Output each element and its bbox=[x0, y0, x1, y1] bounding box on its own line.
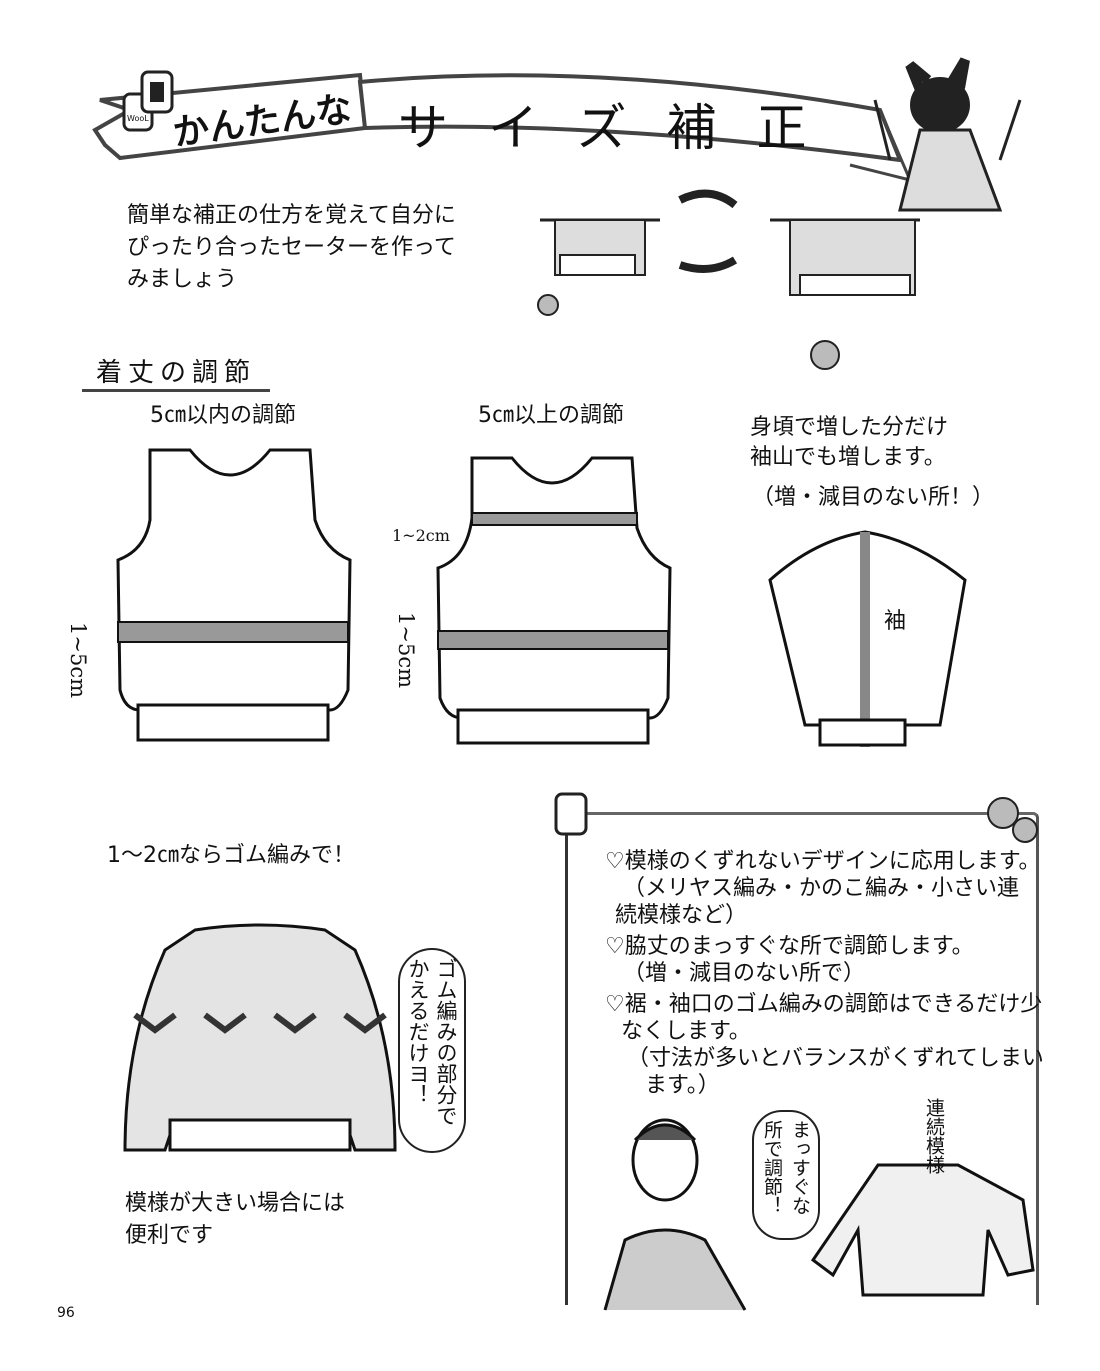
intro-line: ぴったり合ったセーターを作って bbox=[127, 235, 456, 260]
tip-sub: （メリヤス編み・かのこ編み・小さい連 bbox=[623, 876, 1020, 901]
sleeve-note-2: 袖山でも増します。 bbox=[750, 445, 946, 470]
tip-sub: （寸法が多いとバランスがくずれてしまい bbox=[627, 1046, 1044, 1071]
sleeve-label: 袖 bbox=[884, 609, 907, 634]
speech-bubble-girl: まっすぐな所で調節！ bbox=[752, 1110, 820, 1240]
section-heading-length: 着丈の調節 bbox=[82, 352, 271, 392]
vest-diagram-within-5cm bbox=[116, 448, 352, 742]
tips-list: ♡模様のくずれないデザインに応用します。 （メリヤス編み・かのこ編み・小さい連 … bbox=[605, 848, 1044, 1099]
ribbing-caption-1: 模様が大きい場合には bbox=[125, 1191, 346, 1216]
intro-text: 簡単な補正の仕方を覚えて自分に ぴったり合ったセーターを作って みましょう bbox=[127, 200, 456, 296]
yarn-ball-icon bbox=[987, 797, 1038, 843]
girl-knitting-illustration bbox=[603, 1118, 747, 1311]
banner-main-title: サイズ補正 bbox=[398, 99, 847, 157]
col1-title: 5㎝以内の調節 bbox=[150, 403, 296, 428]
tip-sub: ます。） bbox=[645, 1073, 720, 1098]
yarn-label: WooL bbox=[126, 114, 150, 124]
sweater-diagram bbox=[123, 923, 397, 1152]
ribbing-heading: 1～2㎝ならゴム編みで！ bbox=[107, 843, 355, 868]
page-number: 96 bbox=[57, 1305, 75, 1321]
ribbing-caption-2: 便利です bbox=[125, 1223, 214, 1248]
rabbit-knitting-illustration bbox=[873, 57, 1022, 212]
yarn-skein-icon bbox=[122, 70, 174, 132]
patterned-sweater-illustration bbox=[810, 1163, 1035, 1297]
tip-main: ♡裾・袖口のゴム編みの調節はできるだけ少 bbox=[605, 992, 1043, 1017]
speech-bubble-ribbing: ゴム編みの部分でかえるだけヨ！ bbox=[398, 948, 466, 1153]
measure-label-bottom: 1~5cm bbox=[394, 612, 418, 688]
yarn-skein-icon bbox=[554, 792, 588, 836]
intro-line: みましょう bbox=[127, 267, 238, 292]
col2-title: 5㎝以上の調節 bbox=[478, 403, 624, 428]
tip-main: ♡脇丈のまっすぐな所で調節します。 bbox=[605, 934, 974, 959]
tip-sub: （増・減目のない所で） bbox=[623, 961, 866, 986]
vest-diagram-over-5cm bbox=[436, 456, 672, 745]
tip-sub: 続模様など） bbox=[615, 903, 748, 928]
intro-line: 簡単な補正の仕方を覚えて自分に bbox=[127, 203, 456, 228]
tip-main: ♡模様のくずれないデザインに応用します。 bbox=[605, 849, 1041, 874]
sleeve-note-1: 身頃で増した分だけ bbox=[750, 415, 949, 440]
measure-label: 1~5cm bbox=[66, 622, 90, 698]
knitting-comparison-illustration bbox=[537, 189, 920, 370]
speech-bubble-sweater: 連続模様 bbox=[923, 1098, 945, 1174]
measure-label-top: 1~2cm bbox=[392, 526, 450, 545]
sleeve-note-paren: （増・減目のない所！） bbox=[752, 485, 995, 510]
tips-box bbox=[565, 812, 1039, 1305]
tip-sub: なくします。 bbox=[621, 1019, 751, 1044]
sleeve-diagram bbox=[768, 530, 967, 747]
